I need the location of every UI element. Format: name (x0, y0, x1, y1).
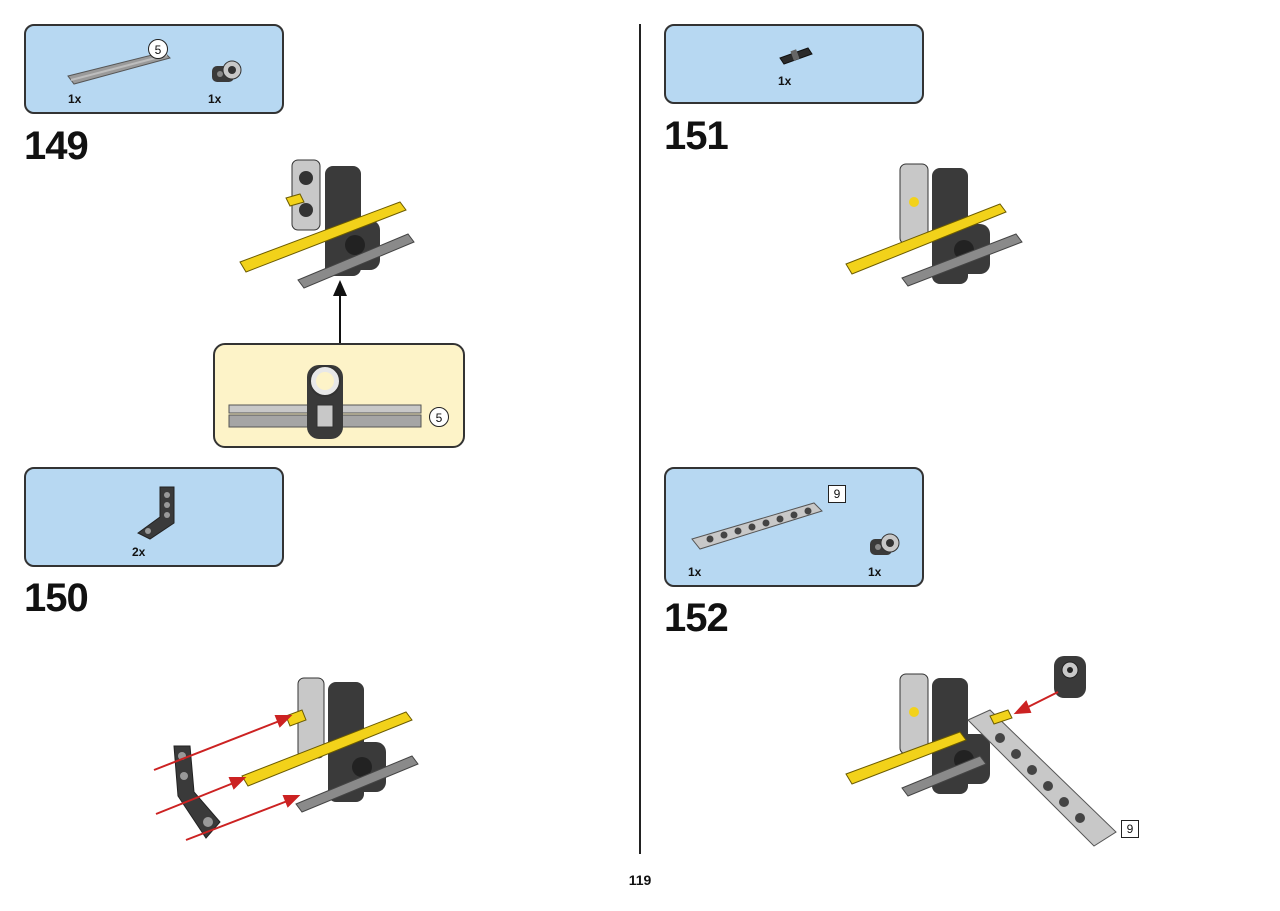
quantity-label: 1x (868, 565, 882, 579)
step-number-150: 150 (24, 576, 89, 620)
quantity-label: 1x (208, 92, 222, 106)
beam-icon (691, 502, 823, 550)
step-number-149: 149 (24, 124, 89, 168)
page-number: 119 (628, 872, 652, 888)
parts-list-149: 5 1x 1x (24, 24, 284, 114)
axle-icon (67, 51, 171, 85)
assembly-model-150 (153, 677, 419, 841)
step-number-152: 152 (664, 596, 729, 640)
callout-149: 5 (213, 343, 465, 448)
length-badge: 5 (148, 39, 168, 59)
arrow-up-icon (333, 280, 347, 344)
page-divider (639, 24, 641, 854)
pin-icon (779, 47, 813, 65)
quantity-label: 1x (68, 92, 82, 106)
quantity-label: 2x (132, 545, 146, 559)
pin-connector-icon (212, 60, 242, 82)
assembly-model-149 (239, 159, 415, 289)
length-badge: 5 (429, 407, 449, 427)
length-badge: 9 (1121, 820, 1139, 838)
assembly-model-151 (845, 163, 1023, 287)
pin-connector-icon (870, 533, 900, 555)
parts-list-152: 9 1x 1x (664, 467, 924, 587)
axle-through-connector-icon (228, 365, 422, 439)
parts-list-150: 2x (24, 467, 284, 567)
step-number-151: 151 (664, 114, 729, 158)
assembly-model-152 (845, 656, 1117, 847)
quantity-label: 1x (778, 74, 792, 88)
quantity-label: 1x (688, 565, 702, 579)
l-beam-icon (137, 486, 175, 540)
length-badge: 9 (828, 485, 846, 503)
parts-list-151: 1x (664, 24, 924, 104)
